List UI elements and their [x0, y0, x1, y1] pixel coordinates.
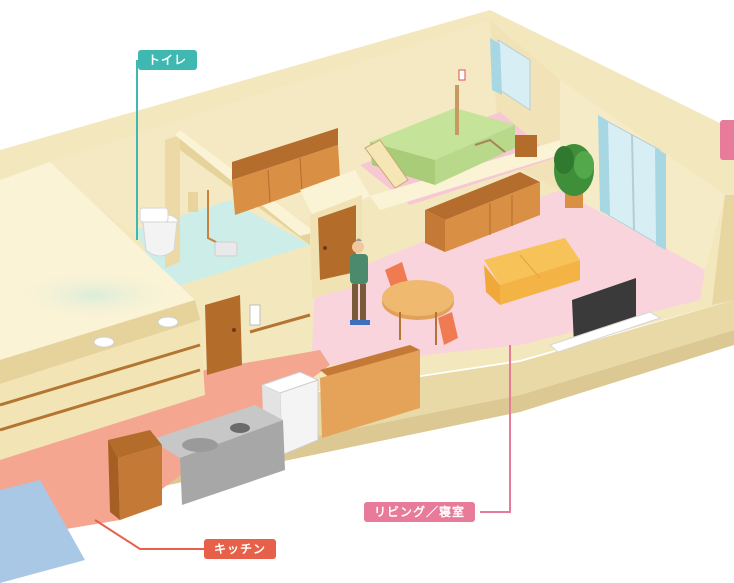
dining-table [382, 262, 458, 345]
tv [549, 278, 662, 353]
ceiling-block [0, 162, 205, 460]
kitchen-leader-line [94, 519, 210, 550]
living-window [598, 115, 666, 250]
living-bedroom-label: リビング／寝室 [364, 502, 476, 522]
kitchen-counter [108, 345, 420, 520]
sofa [484, 238, 580, 305]
kitchen-label: キッチン [204, 539, 277, 559]
side-tab [720, 120, 734, 160]
corridor-door [205, 295, 311, 375]
back-shelf [232, 128, 340, 215]
partition-wall [300, 140, 560, 298]
bedroom-window [490, 38, 531, 111]
sideboard [425, 172, 540, 252]
living-leader-line [480, 345, 511, 513]
plant [554, 144, 594, 208]
person-figure [350, 238, 370, 325]
toilet-label: トイレ [138, 50, 198, 70]
entrance-floor [0, 480, 85, 583]
bed [364, 69, 537, 189]
